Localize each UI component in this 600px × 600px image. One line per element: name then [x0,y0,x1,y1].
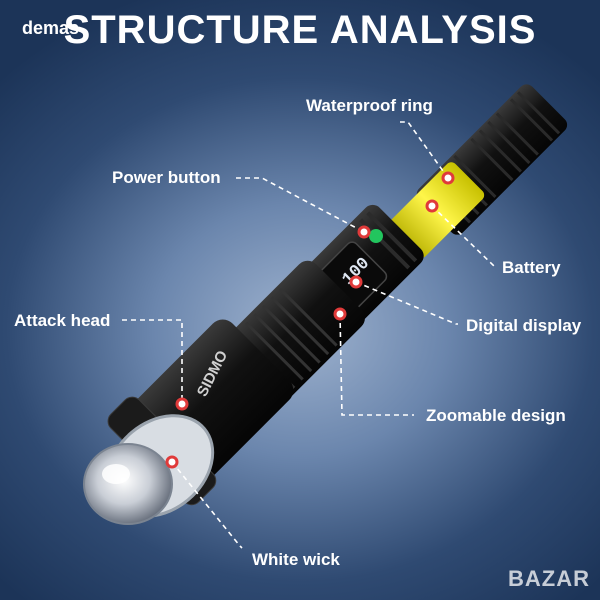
label-white-wick: White wick [252,550,340,569]
watermark-text: demas [22,18,80,38]
leader-battery [431,205,495,268]
leader-attack-head [122,319,183,402]
label-attack-head: Attack head [14,311,111,330]
marker-attack-head [175,397,189,411]
marker-dots [165,171,455,469]
label-power-button: Power button [112,168,221,187]
lens-assembly [83,414,215,525]
label-digital-display: Digital display [466,316,582,335]
label-waterproof-ring: Waterproof ring [306,96,433,115]
marker-zoomable-design [333,307,347,321]
leader-lines [122,121,495,549]
power-button-led [369,229,383,243]
leader-white-wick [171,461,243,549]
marker-digital-display [349,275,363,289]
marker-white-wick [165,455,179,469]
leader-digital-display [355,281,458,325]
leader-zoomable-design [339,313,414,416]
corner-logo: BAZAR [508,566,590,591]
marker-power-button [357,225,371,239]
marker-battery [425,199,439,213]
label-zoomable-design: Zoomable design [426,406,566,425]
marker-waterproof-ring [441,171,455,185]
page-title: STRUCTURE ANALYSIS [63,8,537,52]
leader-power-button [236,177,365,233]
label-battery: Battery [502,258,561,277]
leader-waterproof-ring [400,121,449,179]
